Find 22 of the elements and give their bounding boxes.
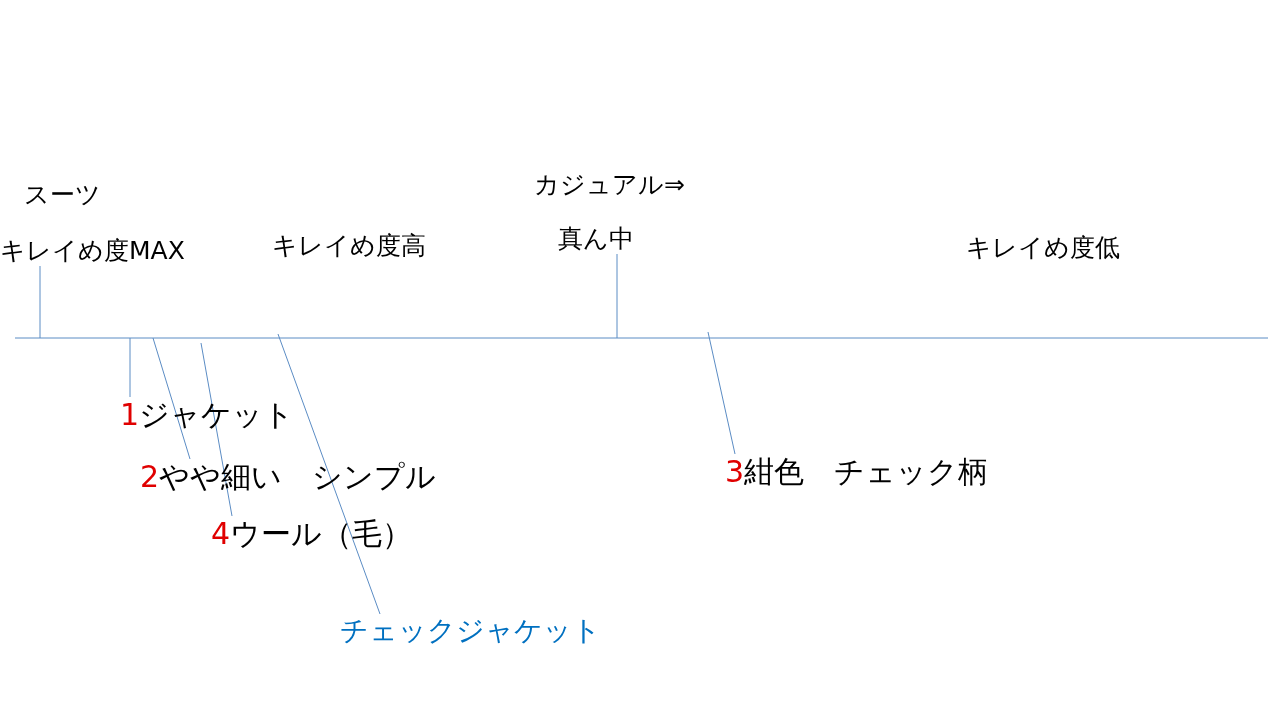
leader-line [200, 342, 233, 517]
callout-number: 2 [140, 459, 160, 494]
scale-label: スーツ [24, 180, 101, 210]
annotation-text: チェックジャケット [340, 614, 601, 648]
annotation-text: やや細い シンプル [159, 459, 437, 494]
leader-line [277, 333, 381, 615]
leader-line [707, 331, 736, 455]
callout-number: 4 [211, 516, 231, 551]
leader-line [129, 337, 131, 398]
leader-line [39, 265, 41, 339]
leader-line [616, 253, 618, 339]
annotation-text: キレイめ度MAX [0, 236, 185, 266]
annotation-text: 真ん中 [558, 224, 634, 254]
scale-label: キレイめ度低 [966, 233, 1120, 263]
annotation-text: ジャケット [139, 397, 295, 432]
callout-number: 3 [725, 454, 745, 489]
annotation-text: 紺色 チェック柄 [744, 454, 989, 489]
annotation-text: ウール（毛） [230, 516, 413, 551]
scale-label: カジュアル⇒ [534, 170, 685, 200]
callout-number: 1 [120, 397, 140, 432]
scale-label: キレイめ度高 [272, 231, 426, 261]
leader-line [152, 337, 191, 460]
